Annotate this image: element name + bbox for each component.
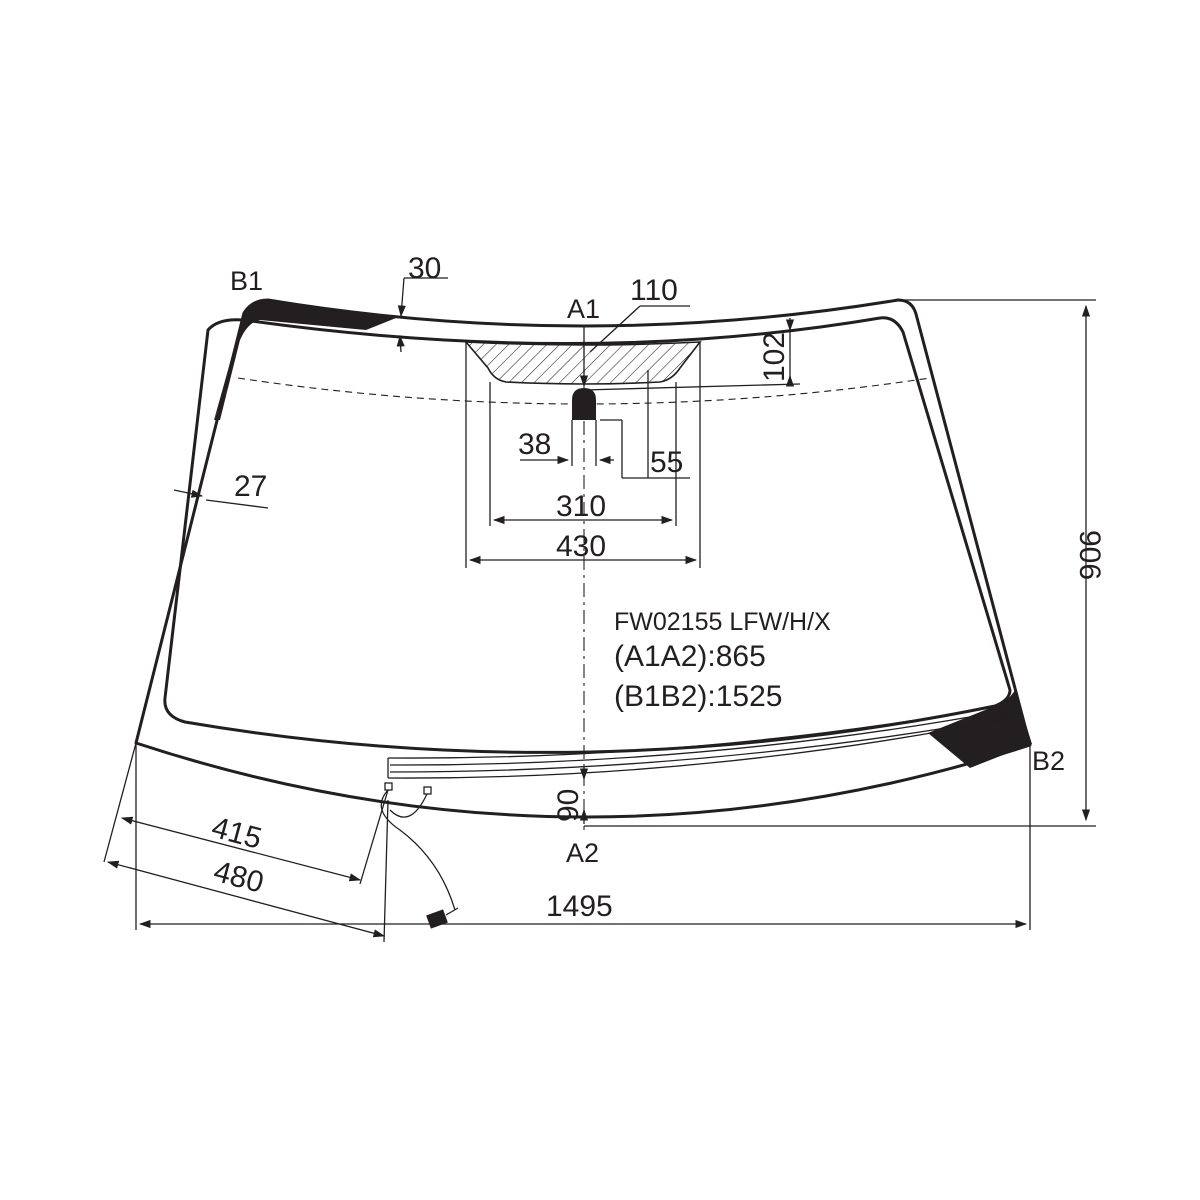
dim-mirror-width: 38 bbox=[518, 428, 551, 461]
part-code: FW02155 LFW/H/X bbox=[614, 608, 831, 636]
dim-sensor-outer-width: 430 bbox=[556, 530, 606, 563]
sensor-area-hatched bbox=[464, 341, 702, 385]
connector-wire-tail bbox=[445, 907, 459, 916]
diagonal-b1b2: (B1B2):1525 bbox=[614, 680, 782, 713]
dim-connector-1: 415 bbox=[208, 811, 265, 856]
dim-connector-2: 480 bbox=[210, 855, 267, 900]
dim-total-height: 906 bbox=[1073, 530, 1106, 580]
diagonal-a1a2: (A1A2):865 bbox=[614, 640, 766, 673]
dimension-lines bbox=[103, 277, 1096, 943]
label-a1: A1 bbox=[567, 294, 600, 324]
black-band-top-left bbox=[214, 300, 396, 420]
dim-sensor-offset: 55 bbox=[650, 446, 683, 479]
dim-side-band: 27 bbox=[234, 470, 267, 503]
connector-plug bbox=[426, 909, 448, 929]
heating-wire bbox=[380, 789, 456, 911]
visibility-dashed-line bbox=[237, 377, 931, 405]
label-b2: B2 bbox=[1032, 746, 1065, 776]
dim-sensor-height: 110 bbox=[630, 274, 678, 307]
dim-sensor-inner-width: 310 bbox=[556, 490, 606, 523]
dim-top-band: 30 bbox=[408, 252, 441, 285]
terminal-right bbox=[423, 786, 432, 795]
label-b1: B1 bbox=[230, 266, 263, 296]
mirror-button bbox=[572, 388, 596, 420]
terminal-left bbox=[384, 782, 393, 791]
dim-mirror-offset: 102 bbox=[758, 332, 791, 382]
black-band-bottom-right bbox=[928, 690, 1032, 768]
dim-total-width: 1495 bbox=[546, 890, 613, 923]
label-a2: A2 bbox=[566, 838, 599, 868]
heating-strip-inner bbox=[389, 711, 1007, 773]
black-band-left-lower bbox=[214, 388, 228, 420]
heating-strip-outer bbox=[387, 705, 1014, 779]
dim-bottom-band: 90 bbox=[552, 789, 585, 822]
glass-inner-outline bbox=[163, 316, 1012, 754]
